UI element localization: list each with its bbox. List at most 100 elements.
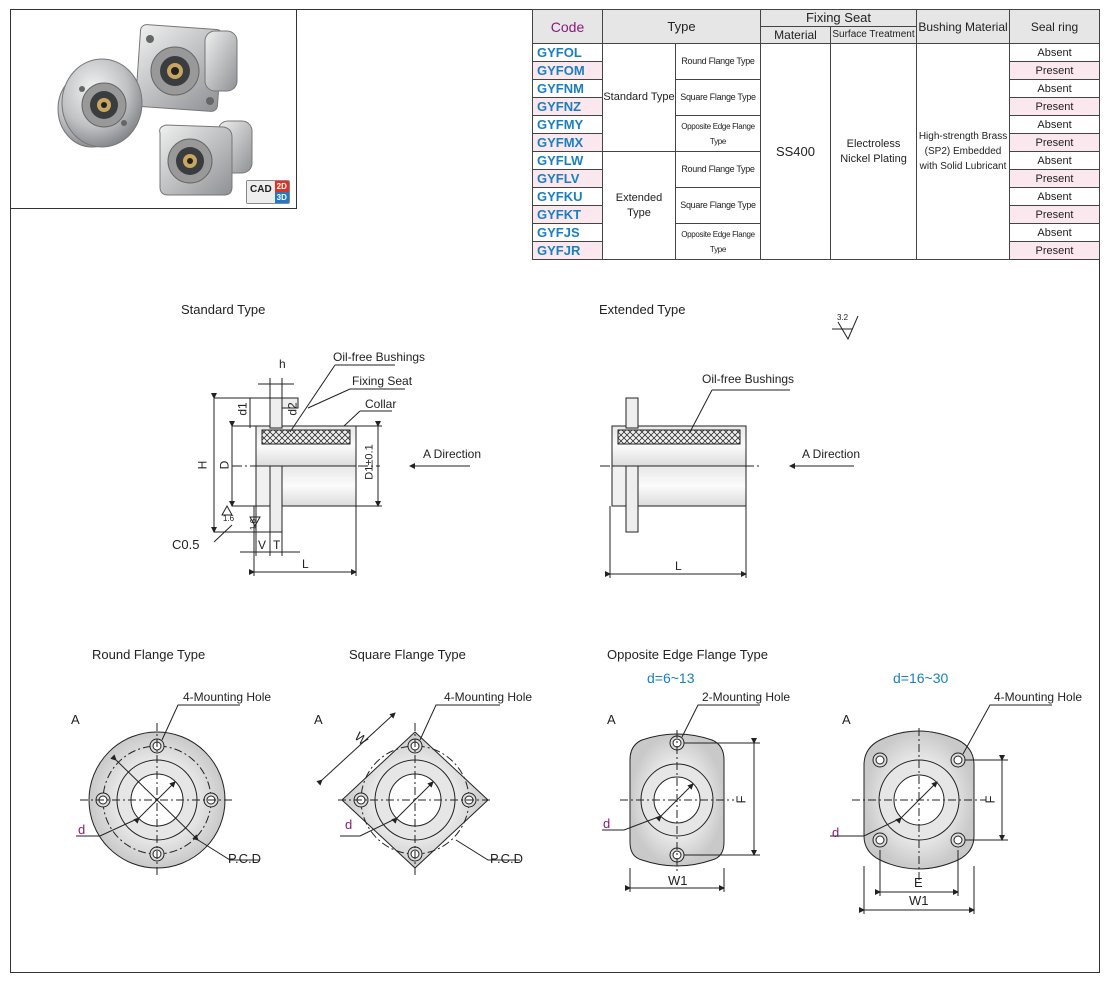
- code-cell[interactable]: GYFJR: [532, 241, 603, 260]
- square-flange-title: Square Flange Type: [349, 647, 466, 662]
- seal-cell: Absent: [1009, 43, 1101, 62]
- seal-cell: Present: [1009, 169, 1101, 188]
- oil-free-label: Oil-free Bushings: [333, 350, 426, 364]
- dim-F-large: F: [982, 795, 998, 804]
- view-a-opp-large: A: [842, 712, 851, 727]
- seal-cell: Absent: [1009, 115, 1101, 134]
- oil-free-label-ext: Oil-free Bushings: [702, 372, 795, 386]
- mounting-hole-opp-large: 4-Mounting Hole: [994, 690, 1083, 704]
- extended-type-title: Extended Type: [599, 302, 686, 317]
- dim-h: h: [279, 357, 286, 371]
- roughness-2: 1.6: [249, 518, 259, 531]
- flange-type: Round Flange Type: [675, 151, 761, 188]
- header-seal: Seal ring: [1009, 9, 1101, 44]
- opposite-flange-title: Opposite Edge Flange Type: [607, 647, 768, 662]
- material-cell: SS400: [760, 43, 831, 260]
- code-cell[interactable]: GYFLW: [532, 151, 603, 170]
- header-material: Material: [760, 26, 831, 44]
- collar-label: Collar: [365, 397, 397, 411]
- roughness-label: 3.2: [837, 313, 849, 322]
- product-photo-art: [57, 24, 253, 196]
- code-cell[interactable]: GYFLV: [532, 169, 603, 188]
- header-type: Type: [602, 9, 761, 44]
- dim-F-small: F: [733, 795, 749, 804]
- range-small: d=6~13: [647, 670, 695, 686]
- standard-type-title: Standard Type: [181, 302, 266, 317]
- mounting-hole-round: 4-Mounting Hole: [183, 690, 272, 704]
- dim-D1: D1±0.1: [363, 444, 376, 480]
- header-fixing-seat: Fixing Seat: [759, 9, 918, 27]
- dim-W1-small: W1: [668, 873, 688, 888]
- round-flange-title: Round Flange Type: [92, 647, 206, 662]
- seal-cell: Present: [1009, 133, 1101, 152]
- header-bushing: Bushing Material: [916, 9, 1011, 44]
- dim-V: V: [258, 538, 267, 552]
- fixing-seat-label: Fixing Seat: [352, 374, 413, 388]
- seal-cell: Absent: [1009, 187, 1101, 206]
- flange-type: Square Flange Type: [675, 187, 761, 224]
- dim-H: H: [195, 460, 210, 470]
- cad-2d[interactable]: 2D: [274, 181, 289, 192]
- code-cell[interactable]: GYFKU: [532, 187, 603, 206]
- bushing-line: High-strength Brass: [918, 131, 1008, 142]
- code-cell[interactable]: GYFNZ: [532, 97, 603, 116]
- seal-cell: Present: [1009, 97, 1101, 116]
- dim-T: T: [273, 538, 281, 552]
- flange-type: Square Flange Type: [675, 79, 761, 116]
- bushing-line: with Solid Lubricant: [919, 161, 1007, 172]
- header-surface: Surface Treatment: [829, 26, 918, 44]
- range-large: d=16~30: [893, 670, 949, 686]
- code-cell[interactable]: GYFOL: [532, 43, 603, 62]
- dim-d2: d2: [285, 402, 300, 416]
- surface-line: Nickel Plating: [840, 152, 907, 165]
- seal-cell: Present: [1009, 61, 1101, 80]
- view-a-round: A: [71, 712, 80, 727]
- code-cell[interactable]: GYFKT: [532, 205, 603, 224]
- type-group: Standard Type: [602, 43, 676, 152]
- code-cell[interactable]: GYFNM: [532, 79, 603, 98]
- seal-cell: Absent: [1009, 223, 1101, 242]
- dim-W1-large: W1: [909, 893, 929, 908]
- product-photo: [10, 9, 297, 209]
- code-cell[interactable]: GYFMX: [532, 133, 603, 152]
- mounting-hole-square: 4-Mounting Hole: [444, 690, 533, 704]
- dim-d1: d1: [235, 402, 250, 416]
- seal-cell: Absent: [1009, 151, 1101, 170]
- pcd-square: P.C.D: [490, 851, 523, 866]
- dim-d-opp-large: d: [832, 825, 840, 840]
- header-code: Code: [532, 9, 603, 44]
- cad-label: CAD: [247, 181, 275, 203]
- code-cell[interactable]: GYFOM: [532, 61, 603, 80]
- pcd-round: P.C.D: [228, 851, 261, 866]
- dim-d-round: d: [78, 822, 86, 837]
- a-direction-label: A Direction: [423, 447, 482, 461]
- seal-cell: Present: [1009, 205, 1101, 224]
- flange-type: Opposite Edge Flange Type: [675, 223, 761, 260]
- roughness-1: 1.6: [223, 514, 235, 523]
- bushing-cell: High-strength Brass (SP2) Embedded with So…: [916, 43, 1011, 260]
- view-a-opp-small: A: [607, 712, 616, 727]
- dim-c05: C0.5: [172, 537, 200, 552]
- dim-D: D: [217, 460, 232, 470]
- bushing-line: (SP2) Embedded: [924, 146, 1002, 157]
- seal-cell: Present: [1009, 241, 1101, 260]
- dim-d-square: d: [345, 817, 353, 832]
- code-cell[interactable]: GYFJS: [532, 223, 603, 242]
- mounting-hole-opp-small: 2-Mounting Hole: [702, 690, 791, 704]
- flange-type: Round Flange Type: [675, 43, 761, 80]
- view-a-square: A: [314, 712, 323, 727]
- dim-d-opp-small: d: [603, 816, 611, 831]
- seal-cell: Absent: [1009, 79, 1101, 98]
- flange-type: Opposite Edge Flange Type: [675, 115, 761, 152]
- type-group: Extended Type: [602, 151, 676, 260]
- dim-E: E: [914, 875, 923, 890]
- dim-L: L: [302, 557, 309, 571]
- cad-3d[interactable]: 3D: [274, 192, 289, 203]
- dim-L-ext: L: [675, 559, 682, 573]
- code-cell[interactable]: GYFMY: [532, 115, 603, 134]
- spec-table: Code Type Fixing Seat Bushing Material S…: [532, 9, 1101, 260]
- a-direction-label-ext: A Direction: [802, 447, 861, 461]
- surface-line: Electroless: [846, 137, 901, 150]
